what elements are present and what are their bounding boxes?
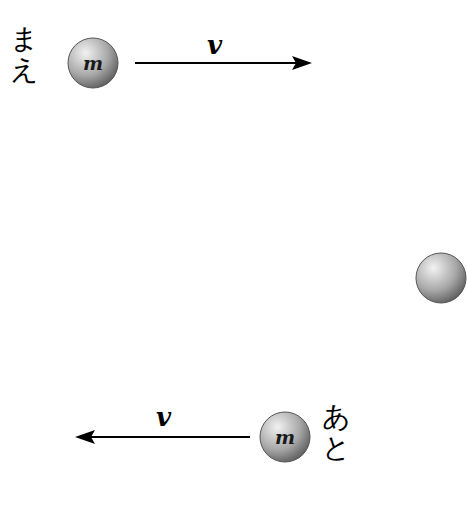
velocity-label: v bbox=[207, 30, 222, 60]
target-ball bbox=[416, 253, 466, 303]
ball: m bbox=[67, 37, 119, 89]
velocity-arrow bbox=[75, 430, 250, 444]
state-label: まえ bbox=[10, 24, 38, 86]
mass-label: m bbox=[259, 411, 311, 463]
velocity-arrow bbox=[135, 56, 312, 70]
state-label: あと bbox=[322, 402, 350, 464]
mass-label: m bbox=[67, 37, 119, 89]
velocity-label: v bbox=[156, 402, 171, 432]
ball: m bbox=[259, 411, 311, 463]
